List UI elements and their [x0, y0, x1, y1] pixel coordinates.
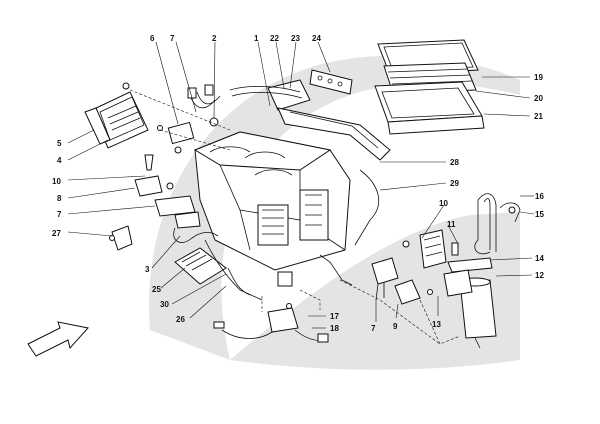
callout-7-top: 7 [170, 34, 175, 43]
module-7-right [371, 257, 399, 301]
callout-11: 11 [447, 220, 456, 229]
callout-17: 17 [330, 312, 339, 321]
callout-14: 14 [535, 254, 544, 263]
fitting-15 [499, 202, 521, 223]
callout-24: 24 [312, 34, 321, 43]
pipe-2 [187, 84, 221, 127]
callout-10-right: 10 [439, 199, 448, 208]
callout-4: 4 [57, 156, 62, 165]
callout-25: 25 [152, 285, 161, 294]
callout-29: 29 [450, 179, 459, 188]
pipe-16 [474, 193, 497, 255]
actuator-6 [157, 121, 195, 154]
leader-lines [67, 41, 535, 329]
hose-29 [354, 169, 379, 246]
bracket-5 [84, 107, 111, 145]
dashed-guides [129, 89, 461, 345]
bolt-11 [451, 242, 459, 256]
clip-10-left [144, 154, 154, 171]
duct-frame-28 [277, 107, 391, 161]
callout-18: 18 [330, 324, 339, 333]
callout-26: 26 [176, 315, 185, 324]
callout-27: 27 [52, 229, 61, 238]
connector-strip-24 [309, 69, 353, 95]
actuator-7-left [154, 195, 201, 229]
callout-8: 8 [57, 194, 62, 203]
callout-6: 6 [150, 34, 155, 43]
callout-12: 12 [535, 271, 544, 280]
callout-numbers: 1 2 3 4 5 6 7 8 9 10 11 12 13 14 15 16 1… [52, 34, 544, 333]
callout-21: 21 [534, 112, 543, 121]
callout-7-right: 7 [371, 324, 376, 333]
motor-10-right [402, 229, 447, 269]
harness-26 [204, 239, 263, 301]
callout-20: 20 [534, 94, 543, 103]
callout-13: 13 [432, 320, 441, 329]
callout-3: 3 [145, 265, 150, 274]
bracket-27 [109, 225, 133, 251]
background-swoosh [149, 55, 520, 370]
callout-22: 22 [270, 34, 279, 43]
filter-housing-21 [374, 81, 485, 135]
callout-9: 9 [393, 322, 398, 331]
module-9 [394, 279, 421, 305]
sensor-17-18 [213, 303, 329, 343]
callout-7-left: 7 [57, 210, 62, 219]
callout-10-left: 10 [52, 177, 61, 186]
wiring-3 [173, 227, 219, 243]
callout-5: 5 [57, 139, 62, 148]
main-unit-box [193, 131, 351, 271]
actuator-8 [134, 175, 174, 197]
direction-arrow [27, 321, 89, 357]
dryer-cap-13 [427, 269, 473, 297]
callout-19: 19 [534, 73, 543, 82]
bracket-14 [447, 257, 493, 273]
dryer-12 [459, 277, 497, 349]
callout-1: 1 [254, 34, 259, 43]
callout-23: 23 [291, 34, 300, 43]
relay-center [277, 254, 353, 287]
callout-16: 16 [535, 192, 544, 201]
panel-25 [174, 247, 227, 285]
air-duct-22-23 [229, 79, 311, 111]
callout-30: 30 [160, 300, 169, 309]
callout-2: 2 [212, 34, 217, 43]
callout-15: 15 [535, 210, 544, 219]
callout-28: 28 [450, 158, 459, 167]
